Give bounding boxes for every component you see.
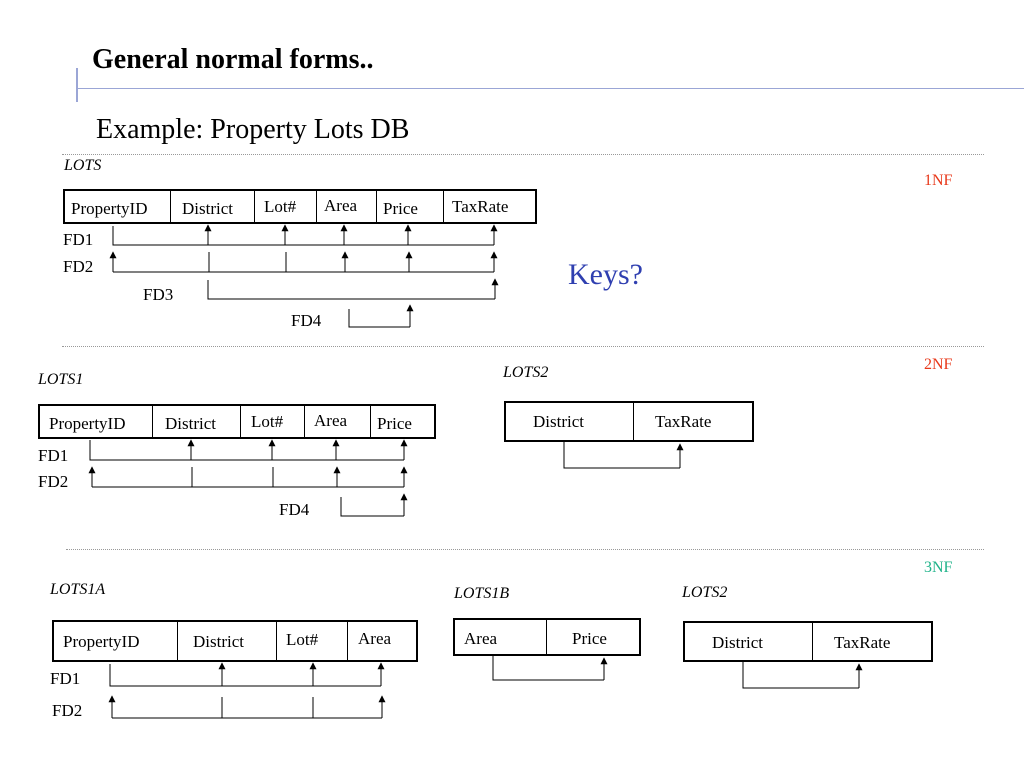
cell-area: Area: [304, 406, 370, 437]
fd1-label: FD1: [50, 669, 81, 688]
fd3-line: [207, 280, 495, 300]
cell-lot: Lot#: [276, 622, 347, 660]
fd1-label: FD1: [38, 446, 69, 465]
cell-price: Price: [370, 406, 438, 437]
cell-district: District: [177, 622, 276, 660]
page-subtitle: Example: Property Lots DB: [96, 114, 410, 145]
table-name-lots: LOTS: [64, 157, 102, 174]
cell-price: Price: [376, 191, 443, 222]
table-name-lots1b: LOTS1B: [454, 585, 510, 602]
table-lots: PropertyID District Lot# Area Price TaxR…: [63, 189, 537, 224]
table-name-lots2: LOTS2: [503, 364, 549, 381]
separator-1nf: [62, 154, 984, 155]
cell-taxrate: TaxRate: [633, 403, 756, 440]
fd2-label: FD2: [63, 257, 94, 276]
table-lots2: District TaxRate: [504, 401, 754, 442]
separator-2nf: [62, 346, 984, 347]
label-1nf: 1NF: [924, 172, 953, 189]
cell-propertyid: PropertyID: [49, 414, 126, 433]
table-name-lots2: LOTS2: [682, 584, 728, 601]
cell-district: District: [533, 412, 584, 431]
fd-line: [563, 442, 680, 469]
cell-area: Area: [316, 191, 376, 222]
cell-district: District: [712, 633, 763, 652]
fd1-label: FD1: [63, 230, 94, 249]
fd1-line: [109, 664, 381, 687]
fd1-line: [112, 226, 494, 246]
cell-price: Price: [546, 620, 643, 654]
cell-area: Area: [464, 629, 498, 648]
cell-taxrate: TaxRate: [812, 623, 935, 660]
table-name-lots1: LOTS1: [38, 371, 84, 388]
cell-propertyid: PropertyID: [71, 199, 148, 218]
cell-lot: Lot#: [240, 406, 304, 437]
label-3nf: 3NF: [924, 559, 953, 576]
cell-lot: Lot#: [254, 191, 316, 222]
cell-district: District: [170, 191, 254, 222]
fd2-label: FD2: [38, 472, 69, 491]
fd4-line: [340, 497, 404, 517]
cell-district: District: [152, 406, 240, 437]
table-name-lots1a: LOTS1A: [50, 581, 106, 598]
label-2nf: 2NF: [924, 356, 953, 373]
fd-line: [742, 662, 859, 689]
fd4-label: FD4: [279, 500, 310, 519]
table-lots2: District TaxRate: [683, 621, 933, 662]
cell-propertyid: PropertyID: [63, 632, 140, 651]
table-lots1b: Area Price: [453, 618, 641, 656]
table-lots1a: PropertyID District Lot# Area: [52, 620, 418, 662]
cell-taxrate: TaxRate: [443, 191, 539, 222]
title-underline: [76, 88, 1024, 89]
separator-3nf: [66, 549, 984, 550]
keys-question: Keys?: [568, 258, 643, 291]
fd4-line: [348, 309, 410, 328]
table-lots1: PropertyID District Lot# Area Price: [38, 404, 436, 439]
fd-line: [492, 656, 604, 681]
title-accent-bar: [76, 68, 78, 102]
cell-area: Area: [347, 622, 420, 660]
fd3-label: FD3: [143, 285, 174, 304]
fd2-label: FD2: [52, 701, 83, 720]
fd4-label: FD4: [291, 311, 322, 330]
page-title: General normal forms..: [92, 44, 374, 75]
fd1-line: [89, 440, 404, 461]
